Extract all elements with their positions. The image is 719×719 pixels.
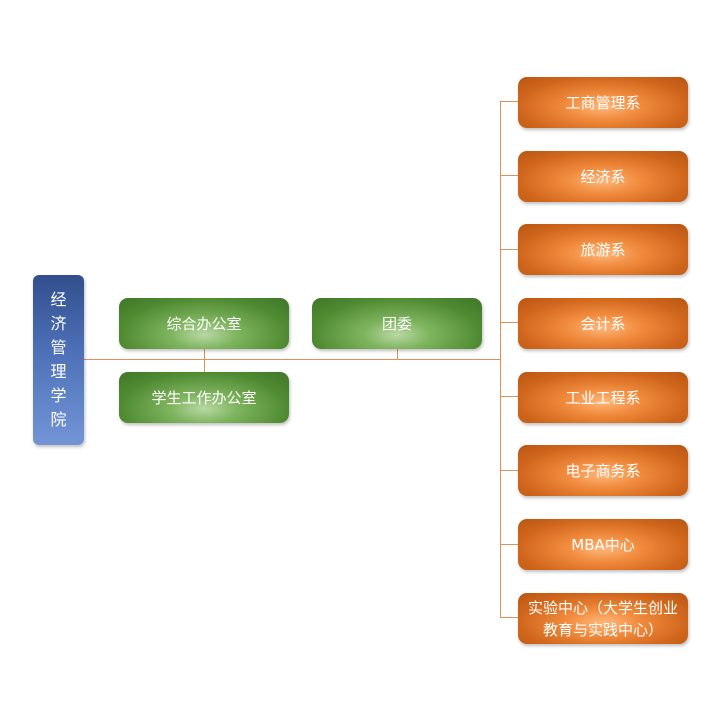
root-node-label-char: 经 [50, 290, 67, 309]
department-node-accounting[interactable]: 会计系 [518, 298, 688, 349]
root-node-label-char: 院 [50, 410, 67, 429]
department-node-experiment-center[interactable]: 实验中心（大学生创业教育与实践中心） [518, 593, 688, 644]
department-branch-connector [500, 470, 518, 471]
department-node-label: 实验中心（大学生创业教育与实践中心） [527, 598, 678, 639]
department-node-e-commerce[interactable]: 电子商务系 [518, 445, 688, 496]
office-node-label: 综合办公室 [166, 314, 242, 333]
main-connector [84, 359, 501, 360]
department-node-label: 工商管理系 [565, 93, 641, 112]
root-node-label-char: 学 [50, 386, 67, 405]
department-branch-connector [500, 175, 518, 176]
department-node-industrial-engineering[interactable]: 工业工程系 [518, 372, 688, 423]
department-node-label: MBA中心 [571, 535, 635, 554]
department-node-economics[interactable]: 经济系 [518, 151, 688, 202]
department-branch-connector [500, 322, 518, 323]
department-branch-connector [500, 249, 518, 250]
department-node-label: 会计系 [580, 314, 626, 333]
department-node-business-administration[interactable]: 工商管理系 [518, 77, 688, 128]
department-branch-connector [500, 101, 518, 102]
office-stem-connector [204, 349, 205, 372]
tuanwei-stem-connector [397, 349, 398, 359]
department-branch-connector [500, 396, 518, 397]
department-node-label: 旅游系 [580, 240, 626, 259]
office-node-youth-league[interactable]: 团委 [312, 298, 482, 349]
root-node-label-char: 管 [50, 338, 67, 357]
root-node-label-char: 济 [50, 314, 67, 333]
department-branch-connector [500, 544, 518, 545]
department-node-label: 经济系 [580, 167, 626, 186]
office-node-label: 学生工作办公室 [151, 388, 257, 407]
root-node-label-char: 理 [50, 362, 67, 381]
department-node-label: 电子商务系 [565, 461, 641, 480]
office-node-student-affairs-office[interactable]: 学生工作办公室 [119, 372, 289, 423]
department-branch-connector [500, 617, 518, 618]
root-node-economics-management-school[interactable]: 经济管理学院 [33, 275, 84, 445]
office-node-general-office[interactable]: 综合办公室 [119, 298, 289, 349]
department-node-mba-center[interactable]: MBA中心 [518, 519, 688, 570]
office-node-label: 团委 [381, 314, 412, 333]
department-node-tourism[interactable]: 旅游系 [518, 224, 688, 275]
department-trunk-connector [500, 101, 501, 618]
department-node-label: 工业工程系 [565, 388, 641, 407]
